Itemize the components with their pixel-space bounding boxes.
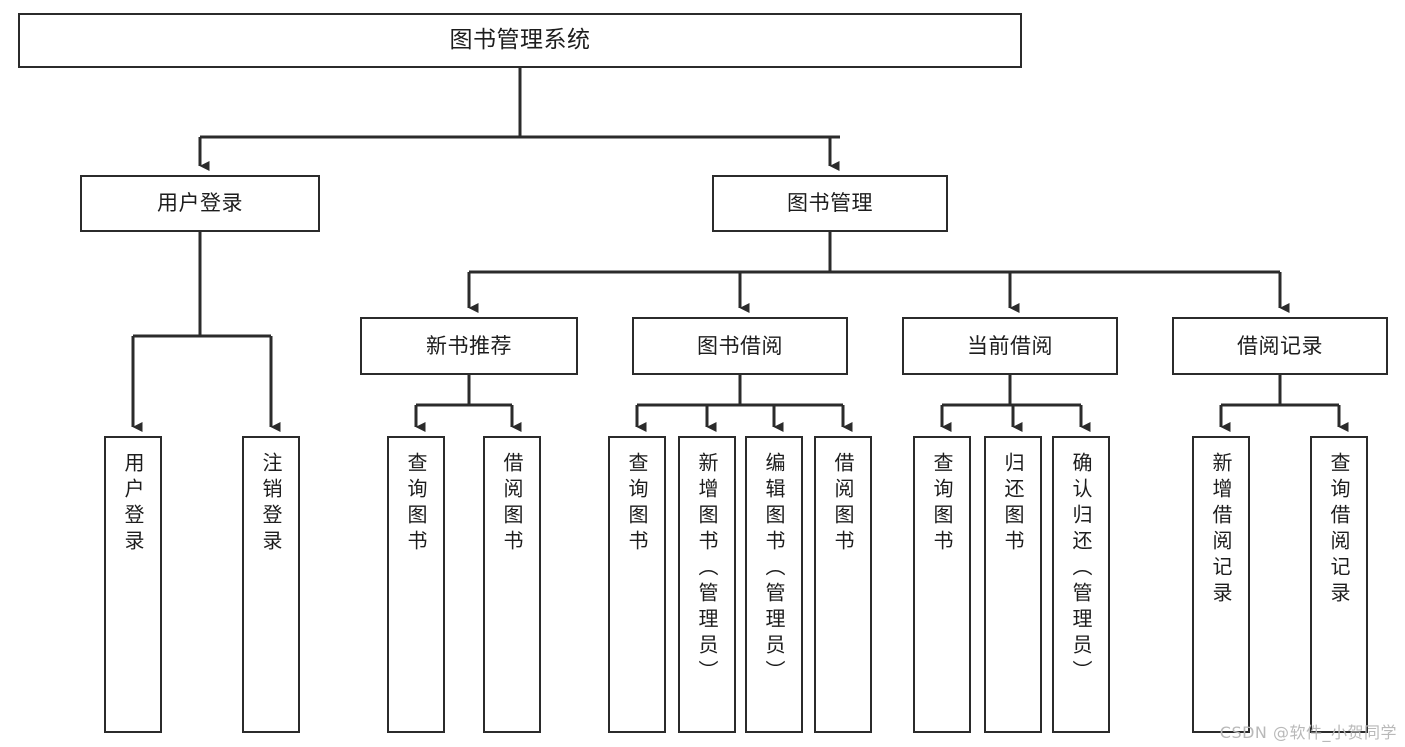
node-leaf-borrow-book-2-label: 借阅图书 bbox=[831, 452, 855, 556]
node-leaf-query-book-3-label: 查询图书 bbox=[930, 452, 954, 556]
node-leaf-return-book[interactable]: 归还图书 bbox=[984, 436, 1042, 733]
node-new-book-rec[interactable]: 新书推荐 bbox=[360, 317, 578, 375]
node-leaf-query-book-2-label: 查询图书 bbox=[625, 452, 649, 556]
node-leaf-logout-label: 注销登录 bbox=[259, 452, 283, 556]
node-leaf-confirm-return-label: 确认归还（管理员） bbox=[1069, 452, 1093, 686]
node-root[interactable]: 图书管理系统 bbox=[18, 13, 1022, 68]
node-current-borrow-label: 当前借阅 bbox=[967, 333, 1053, 358]
node-leaf-user-login[interactable]: 用户登录 bbox=[104, 436, 162, 733]
node-leaf-logout[interactable]: 注销登录 bbox=[242, 436, 300, 733]
node-leaf-query-book-2[interactable]: 查询图书 bbox=[608, 436, 666, 733]
node-leaf-borrow-book-1[interactable]: 借阅图书 bbox=[483, 436, 541, 733]
node-leaf-query-record-label: 查询借阅记录 bbox=[1327, 452, 1351, 608]
node-leaf-edit-book[interactable]: 编辑图书（管理员） bbox=[745, 436, 803, 733]
node-leaf-user-login-label: 用户登录 bbox=[121, 452, 145, 556]
node-leaf-borrow-book-2[interactable]: 借阅图书 bbox=[814, 436, 872, 733]
node-current-borrow[interactable]: 当前借阅 bbox=[902, 317, 1118, 375]
node-new-book-rec-label: 新书推荐 bbox=[426, 333, 512, 358]
node-leaf-query-book-1-label: 查询图书 bbox=[404, 452, 428, 556]
node-leaf-query-book-3[interactable]: 查询图书 bbox=[913, 436, 971, 733]
node-root-label: 图书管理系统 bbox=[449, 26, 591, 53]
node-book-borrow[interactable]: 图书借阅 bbox=[632, 317, 848, 375]
node-leaf-edit-book-label: 编辑图书（管理员） bbox=[762, 452, 786, 686]
node-book-manage[interactable]: 图书管理 bbox=[712, 175, 948, 232]
node-leaf-borrow-book-1-label: 借阅图书 bbox=[500, 452, 524, 556]
node-user-login[interactable]: 用户登录 bbox=[80, 175, 320, 232]
node-book-manage-label: 图书管理 bbox=[787, 191, 873, 216]
node-leaf-add-book[interactable]: 新增图书（管理员） bbox=[678, 436, 736, 733]
node-leaf-query-book-1[interactable]: 查询图书 bbox=[387, 436, 445, 733]
node-book-borrow-label: 图书借阅 bbox=[697, 333, 783, 358]
node-leaf-add-record-label: 新增借阅记录 bbox=[1209, 452, 1233, 608]
node-leaf-confirm-return[interactable]: 确认归还（管理员） bbox=[1052, 436, 1110, 733]
node-leaf-add-book-label: 新增图书（管理员） bbox=[695, 452, 719, 686]
node-borrow-record-label: 借阅记录 bbox=[1237, 333, 1323, 358]
node-user-login-label: 用户登录 bbox=[157, 191, 243, 216]
node-borrow-record[interactable]: 借阅记录 bbox=[1172, 317, 1388, 375]
node-leaf-return-book-label: 归还图书 bbox=[1001, 452, 1025, 556]
node-leaf-query-record[interactable]: 查询借阅记录 bbox=[1310, 436, 1368, 733]
node-leaf-add-record[interactable]: 新增借阅记录 bbox=[1192, 436, 1250, 733]
